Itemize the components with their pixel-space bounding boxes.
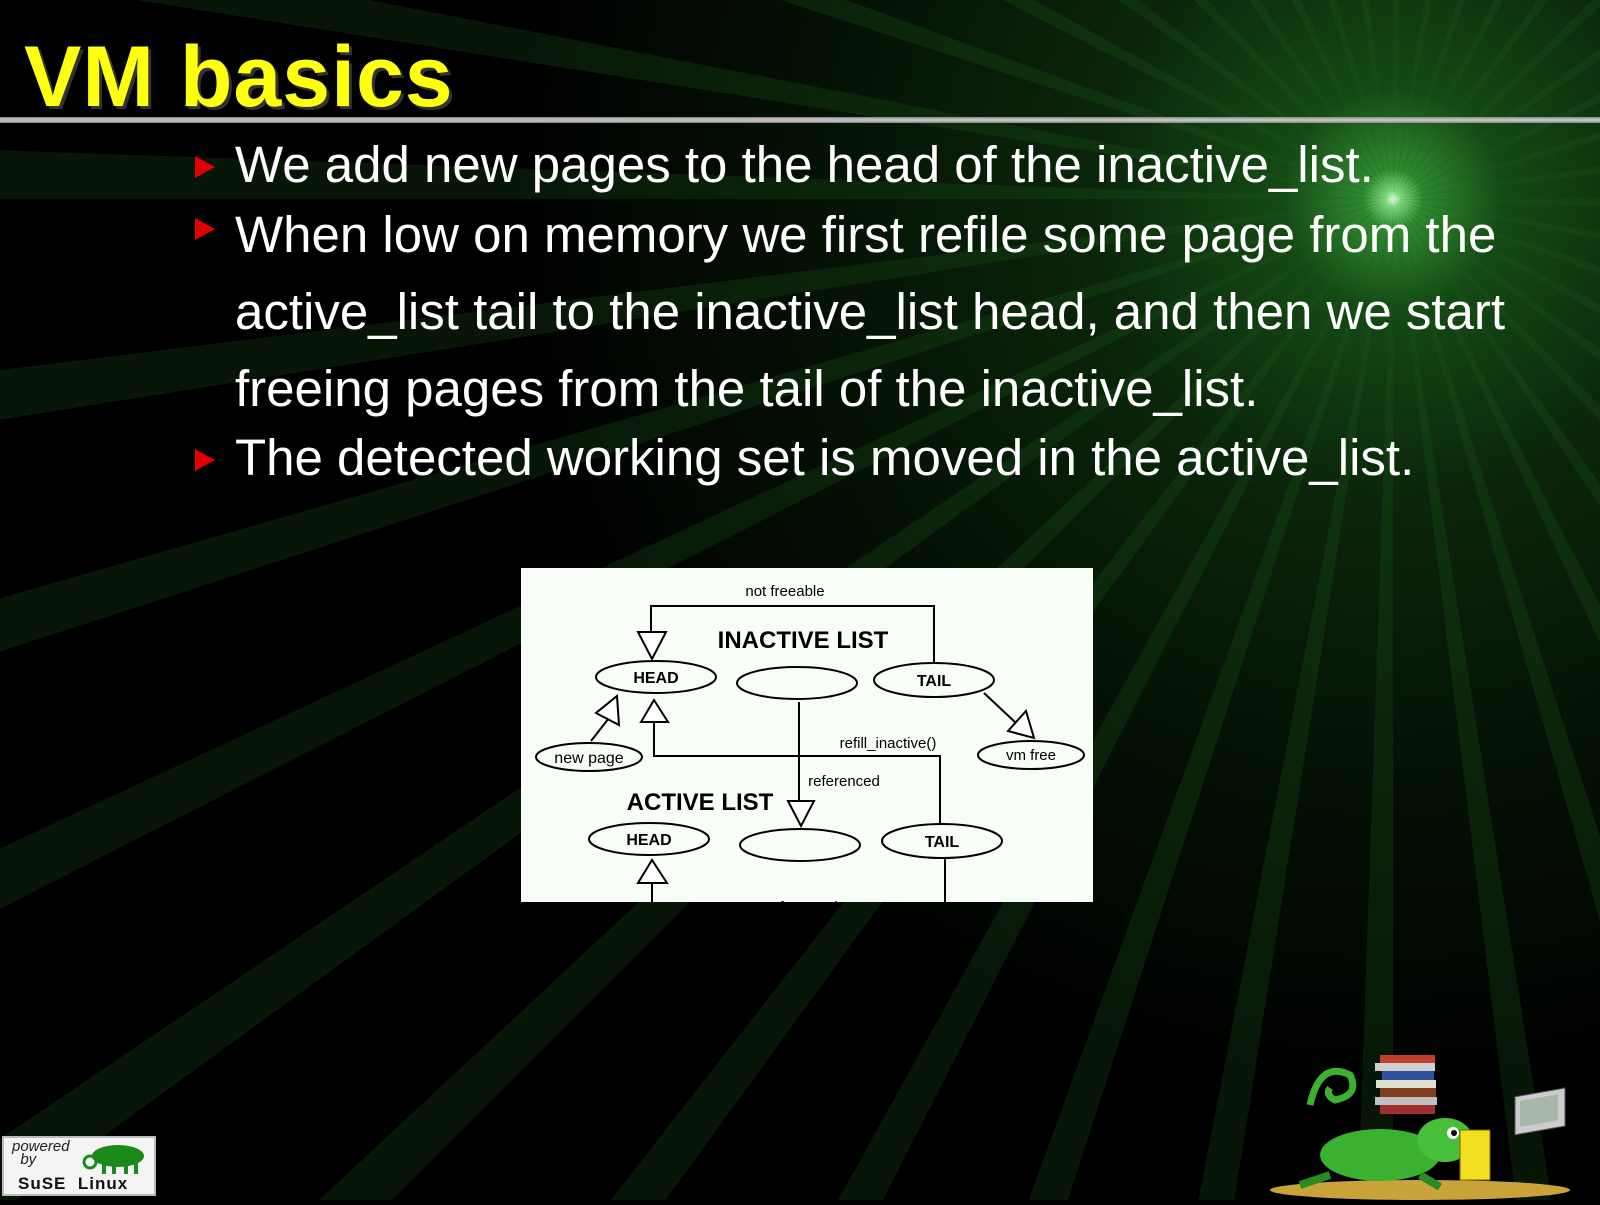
active-list-title: ACTIVE LIST	[627, 789, 774, 816]
inactive-head-node	[595, 660, 717, 694]
active-tail-node	[881, 823, 1003, 859]
inactive-tail-label: TAIL	[917, 673, 952, 690]
bullet-text: When low on memory we first refile some …	[235, 206, 1506, 417]
bullet-text: The detected working set is moved in the…	[235, 429, 1415, 486]
arrow-head-icon	[636, 631, 668, 662]
bullet-arrow-icon	[195, 156, 215, 178]
bullet-arrow-icon	[195, 218, 215, 240]
arrow-head-icon	[786, 800, 816, 829]
arrow-head-icon	[1006, 709, 1036, 740]
bullet-text: We add new pages to the head of the inac…	[235, 136, 1374, 193]
bullet-item: When low on memory we first refile some …	[195, 196, 1595, 427]
vm-free-label: vm free	[1006, 747, 1056, 764]
lru-list-diagram: not freeable INACTIVE LIST HEAD TAIL new…	[521, 568, 1093, 919]
bullet-item: We add new pages to the head of the inac…	[195, 134, 1595, 196]
chameleon-reading-mascot	[1270, 1045, 1600, 1200]
refill-label: refill_inactive()	[840, 735, 937, 752]
vm-free-node	[977, 740, 1085, 770]
bullet-list: We add new pages to the head of the inac…	[195, 134, 1595, 489]
inactive-list-title: INACTIVE LIST	[718, 627, 889, 654]
powered-by-text: powered by	[12, 1138, 70, 1168]
referenced-label: referenced	[808, 773, 880, 790]
inactive-middle-node	[736, 666, 858, 700]
powered-by-suse-badge: powered by SuSE Linux	[2, 1136, 156, 1196]
arrow-head-icon	[594, 694, 621, 727]
bullet-item: The detected working set is moved in the…	[195, 427, 1595, 489]
chameleon-logo-icon	[82, 1145, 144, 1174]
active-head-node	[588, 822, 710, 856]
active-referenced-edge	[651, 858, 946, 919]
title-divider	[0, 117, 1600, 123]
book-stack-icon	[1375, 1055, 1437, 1114]
active-tail-label: TAIL	[925, 834, 960, 851]
bullet-arrow-icon	[195, 449, 215, 471]
new-page-label: new page	[554, 750, 623, 767]
refill-edge	[653, 722, 941, 824]
inactive-head-label: HEAD	[633, 670, 678, 687]
bottom-referenced-label: referenced	[766, 899, 838, 902]
inactive-tail-node	[873, 662, 995, 698]
slide-title: VM basics	[24, 29, 454, 125]
not-freeable-edge	[650, 605, 935, 663]
active-head-label: HEAD	[626, 832, 671, 849]
arrow-head-icon	[639, 698, 670, 723]
active-middle-node	[739, 828, 861, 862]
label-not-freeable: not freeable	[745, 583, 824, 600]
suse-linux-text: SuSE Linux	[18, 1174, 129, 1193]
arrow-head-icon	[636, 858, 669, 884]
new-page-node	[535, 742, 643, 772]
